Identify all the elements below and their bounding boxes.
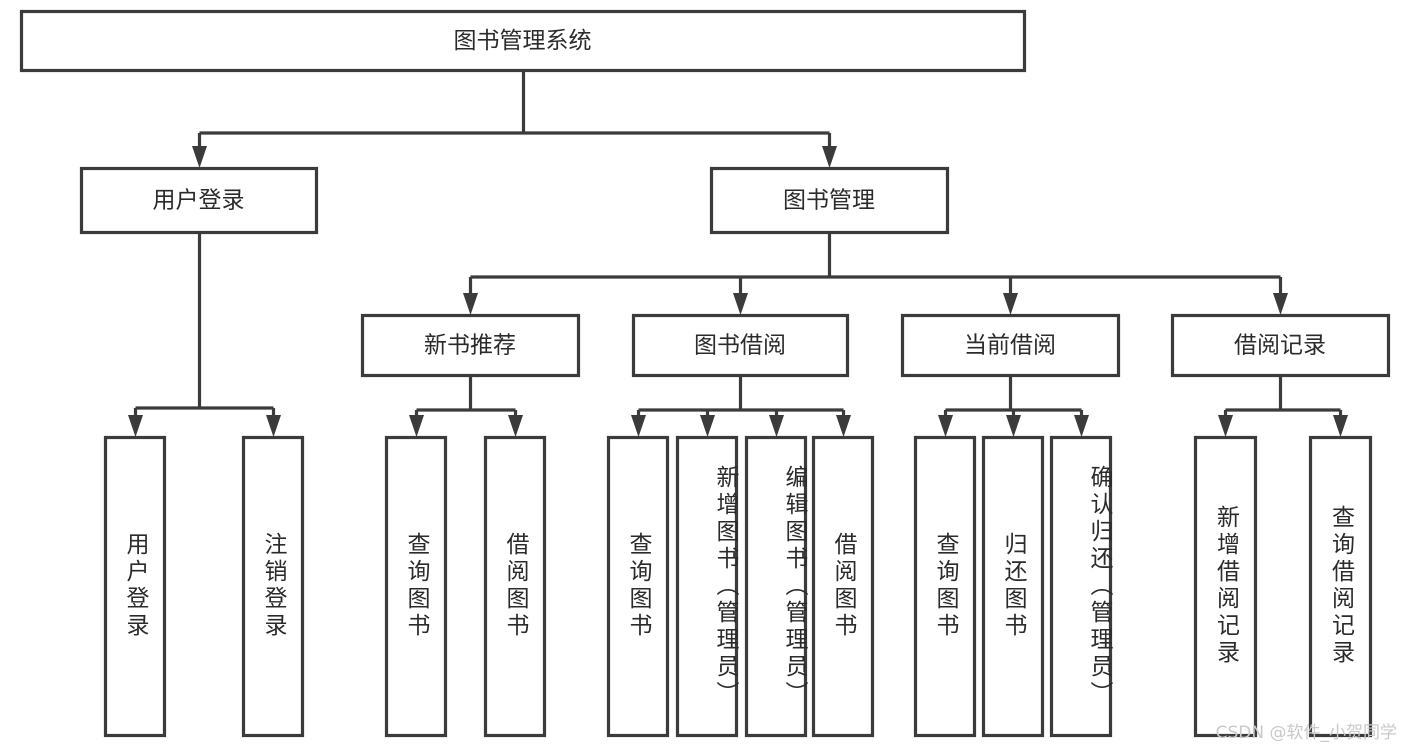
- arrow-head-l_return_book: [1006, 415, 1021, 437]
- node-box-l_add_log: [1193, 435, 1258, 738]
- arrow-head-l_add_log: [1218, 415, 1233, 437]
- node-box-l_query_book2: [606, 435, 670, 738]
- node-box-book_mgmt: [709, 166, 950, 235]
- arrow-head-l_edit_book: [769, 415, 784, 437]
- arrow-head-l_query_log: [1333, 415, 1348, 437]
- arrow-head-l_logout: [266, 415, 281, 437]
- arrow-head-l_query_book2: [631, 415, 646, 437]
- node-l_logout[interactable]: [241, 435, 305, 738]
- node-label-book_mgmt: 图书管理: [783, 188, 875, 214]
- node-label-cur_borrow: 当前借阅: [964, 333, 1056, 359]
- node-l_add_log[interactable]: [1193, 435, 1258, 738]
- node-label-book_borrow: 图书借阅: [694, 333, 786, 359]
- watermark: CSDN @软件_小贺同学: [1215, 723, 1397, 743]
- node-book_borrow[interactable]: 图书借阅: [631, 313, 850, 378]
- arrow-head-user_login: [192, 146, 207, 168]
- node-box-new_book_rec: [360, 313, 581, 378]
- node-l_return_book[interactable]: [981, 435, 1045, 738]
- arrow-head-l_user_login: [128, 415, 143, 437]
- node-l_add_book[interactable]: [675, 435, 739, 738]
- node-l_query_log[interactable]: [1308, 435, 1373, 738]
- node-user_login[interactable]: 用户登录: [79, 166, 319, 235]
- node-box-l_return_book: [981, 435, 1045, 738]
- node-box-l_edit_book: [744, 435, 808, 738]
- arrow-head-l_confirm_ret: [1074, 415, 1089, 437]
- node-box-cur_borrow: [900, 313, 1121, 378]
- edge-layer: [128, 70, 1348, 437]
- arrow-head-l_query_book3: [938, 415, 953, 437]
- node-l_query_book3[interactable]: [913, 435, 977, 738]
- node-l_confirm_ret[interactable]: [1049, 435, 1113, 738]
- node-borrow_log[interactable]: 借阅记录: [1170, 313, 1391, 378]
- node-box-book_borrow: [631, 313, 850, 378]
- node-box-l_add_book: [675, 435, 739, 738]
- node-l_borrow_book2[interactable]: [811, 435, 875, 738]
- arrow-head-new_book_rec: [463, 293, 478, 315]
- node-box-l_query_book3: [913, 435, 977, 738]
- node-label-new_book_rec: 新书推荐: [424, 333, 516, 359]
- node-box-l_borrow_book1: [483, 435, 547, 738]
- arrow-head-l_borrow_book1: [508, 415, 523, 437]
- node-box-l_confirm_ret: [1049, 435, 1113, 738]
- arrow-head-l_borrow_book2: [836, 415, 851, 437]
- node-box-borrow_log: [1170, 313, 1391, 378]
- node-label-borrow_log: 借阅记录: [1234, 333, 1326, 359]
- node-l_user_login[interactable]: [103, 435, 167, 738]
- arrow-head-cur_borrow: [1003, 293, 1018, 315]
- arrow-head-l_add_book: [700, 415, 715, 437]
- node-box-l_query_log: [1308, 435, 1373, 738]
- node-label-user_login: 用户登录: [153, 188, 245, 214]
- node-box-l_user_login: [103, 435, 167, 738]
- node-l_query_book2[interactable]: [606, 435, 670, 738]
- node-box-l_query_book1: [384, 435, 448, 738]
- node-box-user_login: [79, 166, 319, 235]
- node-l_query_book1[interactable]: [384, 435, 448, 738]
- arrow-head-book_borrow: [733, 293, 748, 315]
- node-l_edit_book[interactable]: [744, 435, 808, 738]
- node-box-root: [19, 9, 1027, 73]
- node-root[interactable]: 图书管理系统: [19, 9, 1027, 73]
- node-book_mgmt[interactable]: 图书管理: [709, 166, 950, 235]
- node-l_borrow_book1[interactable]: [483, 435, 547, 738]
- arrow-head-book_mgmt: [822, 146, 837, 168]
- arrow-head-borrow_log: [1273, 293, 1288, 315]
- node-new_book_rec[interactable]: 新书推荐: [360, 313, 581, 378]
- node-cur_borrow[interactable]: 当前借阅: [900, 313, 1121, 378]
- node-box-l_borrow_book2: [811, 435, 875, 738]
- node-box-l_logout: [241, 435, 305, 738]
- arrow-head-l_query_book1: [409, 415, 424, 437]
- node-label-root: 图书管理系统: [454, 28, 592, 54]
